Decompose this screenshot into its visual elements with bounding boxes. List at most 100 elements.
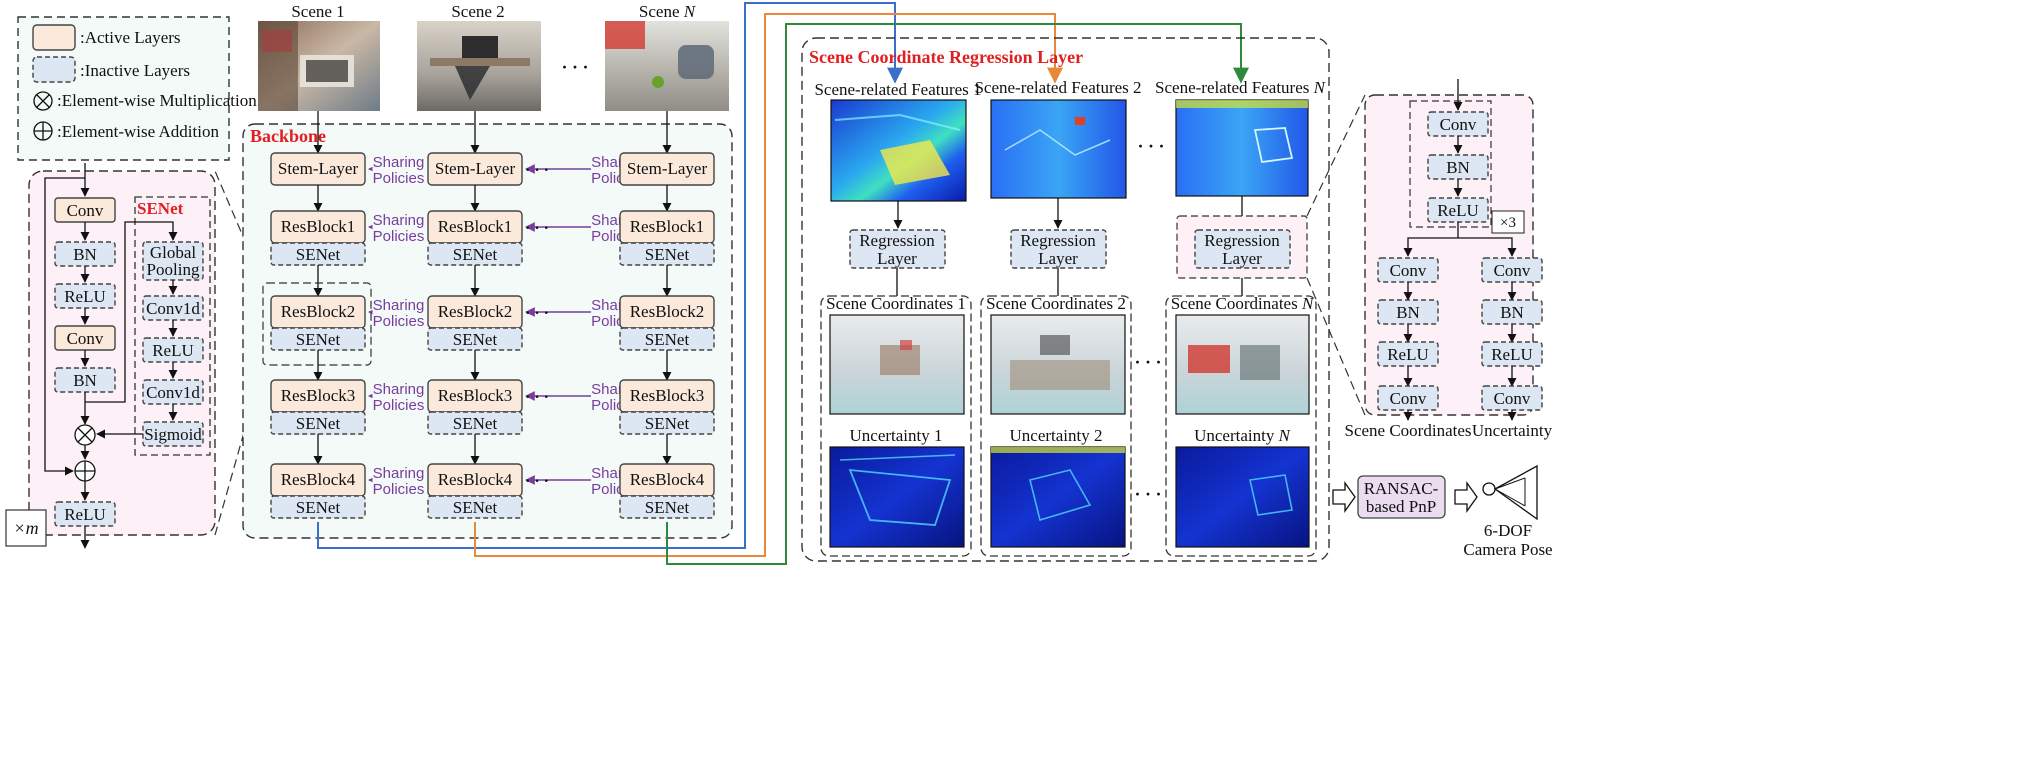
route-line-green [666,23,1249,565]
scene-2-title: Scene 2 [451,2,504,21]
detail-bn-2-label: BN [73,371,97,390]
sharing-label-1: Sharing [373,154,425,171]
head-branch2-conv2-label: Conv [1494,389,1531,408]
scr-panel: Scene Coordinate Regression Layer Scene-… [801,37,1330,562]
regression-layer-n-label-2: Layer [1222,249,1262,268]
backbone-col3-res3-senet-label: SENet [645,414,690,433]
senet-sigmoid-label: Sigmoid [144,425,202,444]
regression-layer-n-label-1: Regression [1204,231,1280,250]
uncertainty-1-title: Uncertainty 1 [850,426,943,445]
backbone-col3-res4-senet [619,495,715,519]
backbone-col3-res2-senet [619,327,715,351]
legend: :Active Layers :Inactive Layers :Element… [17,16,257,161]
ellipsis-uncertainty: · · · [1134,484,1161,504]
backbone-col2-res3-senet-label: SENet [453,414,498,433]
scene-n-title: Scene N [639,2,697,21]
head-branch2-bn-label: BN [1500,303,1524,322]
multiply-node-icon [74,424,96,446]
backbone-col1-res4-senet [270,495,366,519]
sharing-label-2: Policies [373,481,425,498]
uncertainty-1-image [829,446,965,548]
add-node-icon [74,460,96,482]
coords-1-title: Scene Coordinates 1 [826,294,966,313]
repeat-3-label: ×3 [1500,215,1516,231]
camera-icon [1482,464,1538,521]
backbone-col1-res4-senet-label: SENet [296,498,341,517]
features-2-title: Scene-related Features 2 [974,78,1141,97]
ellipsis-features: · · · [1137,136,1164,156]
regression-head-detail: Conv BN ReLU ×3 ConvBNReLUConvConvBNReLU… [1345,79,1553,440]
uncertainty-2-title: Uncertainty 2 [1010,426,1103,445]
scr-title: Scene Coordinate Regression Layer [809,47,1083,67]
backbone-col2-res4-senet-label: SENet [453,498,498,517]
scene-1-title: Scene 1 [291,2,344,21]
backbone-col1-res3-label: ResBlock3 [281,386,356,405]
sharing-label-2: Policies [373,313,425,330]
ellipsis-coords: · · · [1134,352,1161,372]
sharing-label-1: Sharing [373,381,425,398]
legend-active-swatch [32,24,76,51]
backbone-col1-res1-senet-label: SENet [296,245,341,264]
pose-label-2: Camera Pose [1463,540,1552,559]
head-branch2-relu-label: ReLU [1491,345,1533,364]
output-group-1 [820,295,972,557]
head-branch2-conv-label: Conv [1494,261,1531,280]
add-icon [33,121,53,141]
legend-add-label: :Element-wise Addition [57,122,219,141]
ransac-label-2: based PnP [1366,497,1436,516]
features-n-title: Scene-related Features N [1155,78,1327,97]
senet-relu-label: ReLU [152,341,194,360]
detail-conv-2-label: Conv [67,329,104,348]
backbone-col2-res3-senet [427,411,523,435]
regression-layer-2 [1010,229,1107,269]
features-n-var: N [1313,78,1327,97]
regression-layer-2-label-2: Layer [1038,249,1078,268]
uncertainty-n-text: Uncertainty [1194,426,1279,445]
backbone-col1-res1-label: ResBlock1 [281,217,356,236]
sharing-label-1: Sharing [373,212,425,229]
backbone-col2-res1-senet [427,242,523,266]
hollow-arrow-1-icon [1332,480,1356,514]
route-line-blue [317,2,903,549]
detail-relu-2-label: ReLU [64,505,106,524]
regression-layer-1 [849,229,946,269]
regression-layer-1-label-1: Regression [859,231,935,250]
backbone-col1-res3-senet-label: SENet [296,414,341,433]
ellipsis-backbone: · · · [525,220,549,237]
backbone-col3-res1-label: ResBlock1 [630,217,705,236]
ellipsis-scenes: · · · [561,57,588,77]
senet-subpanel-title: SENet [137,199,184,218]
backbone-col3-res1-senet-label: SENet [645,245,690,264]
backbone-col2-res4-senet [427,495,523,519]
detail-bn-1-label: BN [73,245,97,264]
head-relu-label: ReLU [1437,201,1479,220]
output-group-2 [980,295,1132,557]
legend-inactive-label: :Inactive Layers [80,61,190,80]
ellipsis-backbone: · · · [525,473,549,490]
backbone-col1-stem-label: Stem-Layer [278,159,359,178]
backbone-col2-res4-label: ResBlock4 [438,470,513,489]
ellipsis-backbone: · · · [525,389,549,406]
uncertainty-n-image [1175,446,1310,548]
backbone-columns: Stem-LayerResBlock1SENetResBlock2SENetRe… [270,152,715,519]
backbone-col3-res4-label: ResBlock4 [630,470,705,489]
regression-layer-n [1194,229,1291,269]
regression-layer-2-label-1: Regression [1020,231,1096,250]
features-1-title: Scene-related Features 1 [814,80,981,99]
backbone-col3-res3-label: ResBlock3 [630,386,705,405]
backbone-col2-res2-senet [427,327,523,351]
backbone-col2-res1-label: ResBlock1 [438,217,513,236]
backbone-col1-res4-label: ResBlock4 [281,470,356,489]
backbone-col3-res2-label: ResBlock2 [630,302,705,321]
detail-conv-1-label: Conv [67,201,104,220]
head-conv-label: Conv [1440,115,1477,134]
backbone-col2-res1-senet-label: SENet [453,245,498,264]
sharing-label-2: Policies [373,397,425,414]
uncertainty-2-image [990,446,1126,548]
hollow-arrow-2-icon [1454,480,1478,514]
legend-inactive-swatch [32,56,76,83]
head-branch1-conv2-label: Conv [1390,389,1427,408]
resblock-detail: Conv BN ReLU Conv BN ReLU SENet [28,163,216,549]
pose-output: RANSAC- based PnP 6-DOF Camera Pose [1332,464,1553,559]
backbone-col3-res2-senet-label: SENet [645,330,690,349]
